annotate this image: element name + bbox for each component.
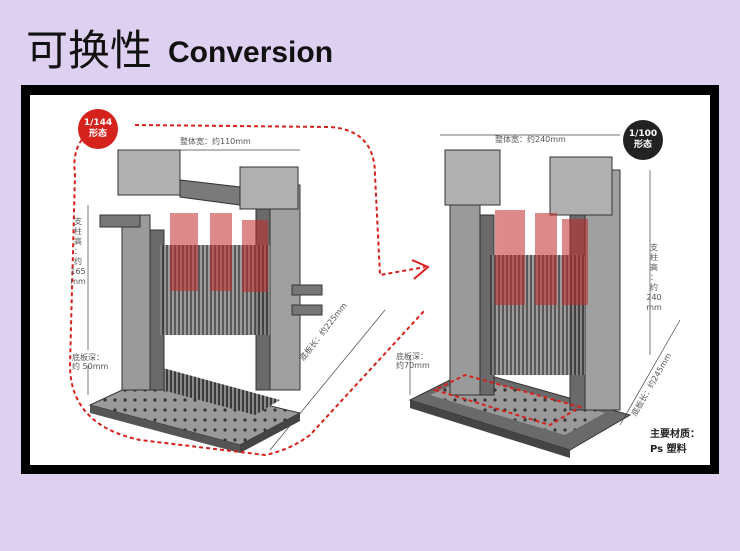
left-scale-badge: 1/144 形态	[78, 109, 118, 149]
dimension-lines	[87, 134, 681, 451]
model-illustration	[68, 124, 681, 458]
right-model-stand	[408, 149, 632, 458]
right-scale-ratio: 1/100	[628, 129, 658, 140]
right-width-label: 整体宽：约240mm	[495, 135, 566, 144]
right-scale-badge: 1/100 形态	[623, 120, 663, 160]
left-height-label: 支 柱 高 ： 约 165 mm	[70, 217, 86, 286]
right-scale-form: 形态	[633, 140, 652, 150]
left-depth-label: 底板深： 约 50mm	[72, 353, 109, 372]
right-depth-label: 底板深： 约70mm	[396, 352, 430, 371]
left-width-label: 整体宽：约110mm	[180, 137, 251, 146]
material-info: 主要材质： Ps 塑料	[650, 429, 700, 455]
left-model-stand	[88, 149, 323, 453]
left-scale-ratio: 1/144	[83, 118, 113, 129]
title-chinese: 可换性	[26, 26, 153, 75]
page-title: 可换性 Conversion	[26, 18, 333, 72]
left-scale-form: 形态	[88, 129, 107, 139]
right-height-label: 支 柱 高 ： 约 240 mm	[646, 243, 662, 312]
product-image-panel: 1/144 形态 1/100 形态 整体宽：约110mm 支 柱 高 ： 约 1…	[30, 95, 710, 465]
title-english: Conversion	[168, 36, 334, 69]
conversion-arrow	[68, 124, 430, 457]
